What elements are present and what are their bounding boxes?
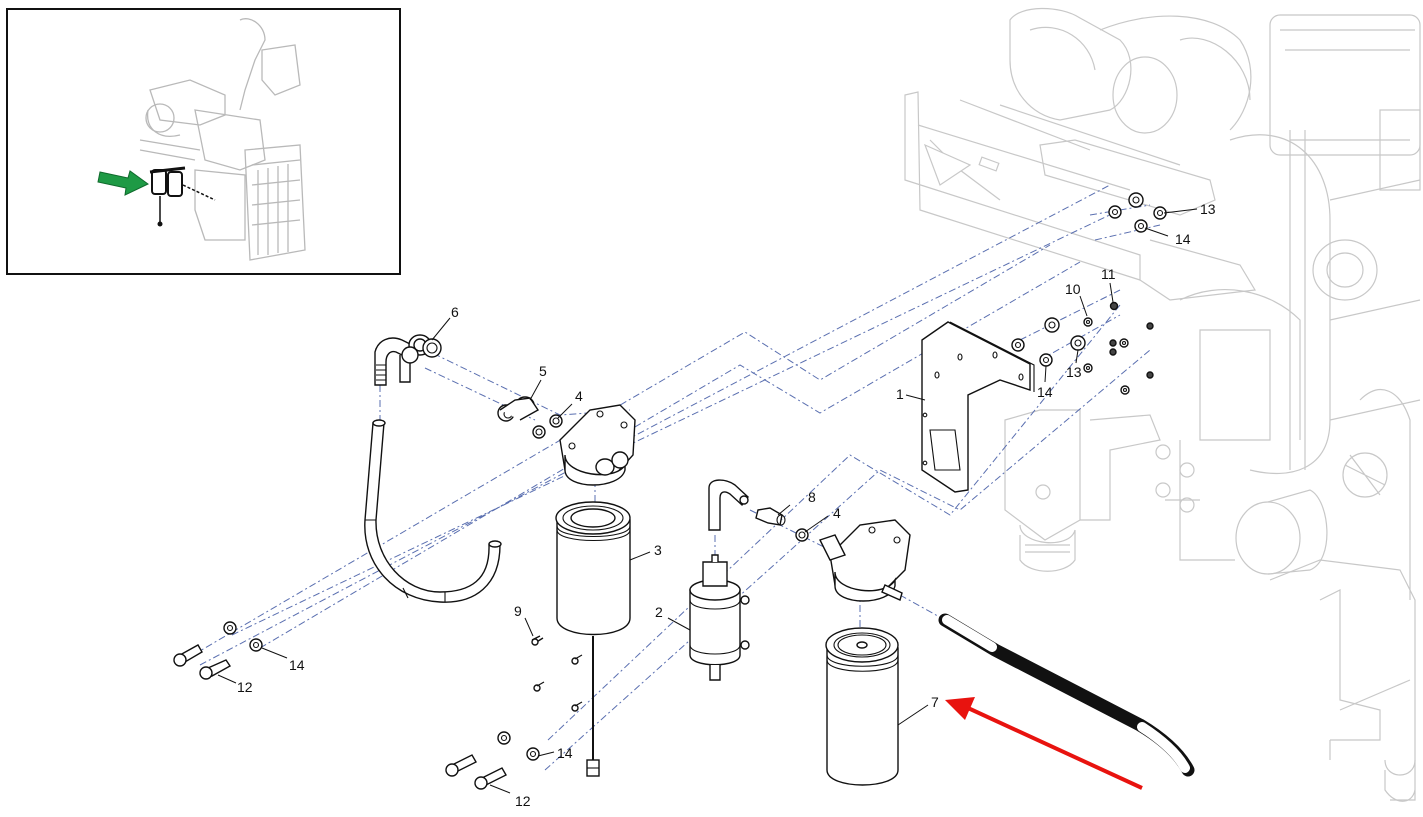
inset-engine-overview [139, 18, 306, 261]
green-locator-arrow-icon [97, 170, 149, 196]
callout-14-upper: 14 [1175, 231, 1191, 247]
part-banjo-fitting[interactable] [497, 396, 540, 422]
callout-12-left: 12 [237, 679, 253, 695]
callout-14-bracket: 14 [1037, 384, 1053, 400]
callout-labels: 1 2 3 4 4 5 6 7 8 9 10 11 12 12 13 13 14… [237, 201, 1216, 809]
part-fuel-pump[interactable] [689, 479, 750, 681]
callout-2: 2 [655, 604, 663, 620]
part-fuel-hose-left[interactable] [364, 419, 502, 603]
callout-14-bottom: 14 [557, 745, 573, 761]
left-bolts-lower[interactable] [445, 731, 540, 790]
assembly-path-lines [192, 184, 1161, 771]
callout-8: 8 [808, 489, 816, 505]
callout-5: 5 [539, 363, 547, 379]
red-arrow-head-icon [945, 697, 975, 720]
callout-7: 7 [931, 694, 939, 710]
part-drain-tube[interactable] [938, 613, 1195, 777]
part-elbow-fitting[interactable] [374, 334, 442, 386]
callout-13-upper: 13 [1200, 201, 1216, 217]
callout-3: 3 [654, 542, 662, 558]
callout-12-bottom: 12 [515, 793, 531, 809]
locator-inset [6, 8, 401, 275]
part-sealing-washer-upper[interactable] [532, 414, 563, 439]
part-screws[interactable] [531, 635, 583, 712]
callout-4-lower: 4 [833, 505, 841, 521]
callout-13-lower: 13 [1066, 364, 1082, 380]
callout-leaders [217, 208, 1198, 794]
bracket-hardware [1011, 192, 1167, 395]
callout-10: 10 [1065, 281, 1081, 297]
ghosted-engine [904, 7, 1421, 802]
part-mounting-bracket[interactable] [921, 321, 1035, 493]
left-bolts-upper[interactable] [173, 621, 263, 680]
callout-11: 11 [1101, 266, 1116, 282]
part-primary-filter-element[interactable] [555, 501, 631, 777]
callout-1: 1 [896, 386, 904, 402]
highlight-arrow [945, 697, 1143, 790]
inset-filter-highlight [149, 166, 216, 227]
part-filter-head-secondary[interactable] [819, 519, 911, 602]
callout-6: 6 [451, 304, 459, 320]
part-hose-fitting[interactable] [755, 507, 786, 526]
callout-14-left: 14 [289, 657, 305, 673]
part-secondary-filter-element[interactable] [825, 627, 899, 786]
part-filter-head-primary[interactable] [559, 404, 636, 486]
callout-9: 9 [514, 603, 522, 619]
callout-4-upper: 4 [575, 388, 583, 404]
